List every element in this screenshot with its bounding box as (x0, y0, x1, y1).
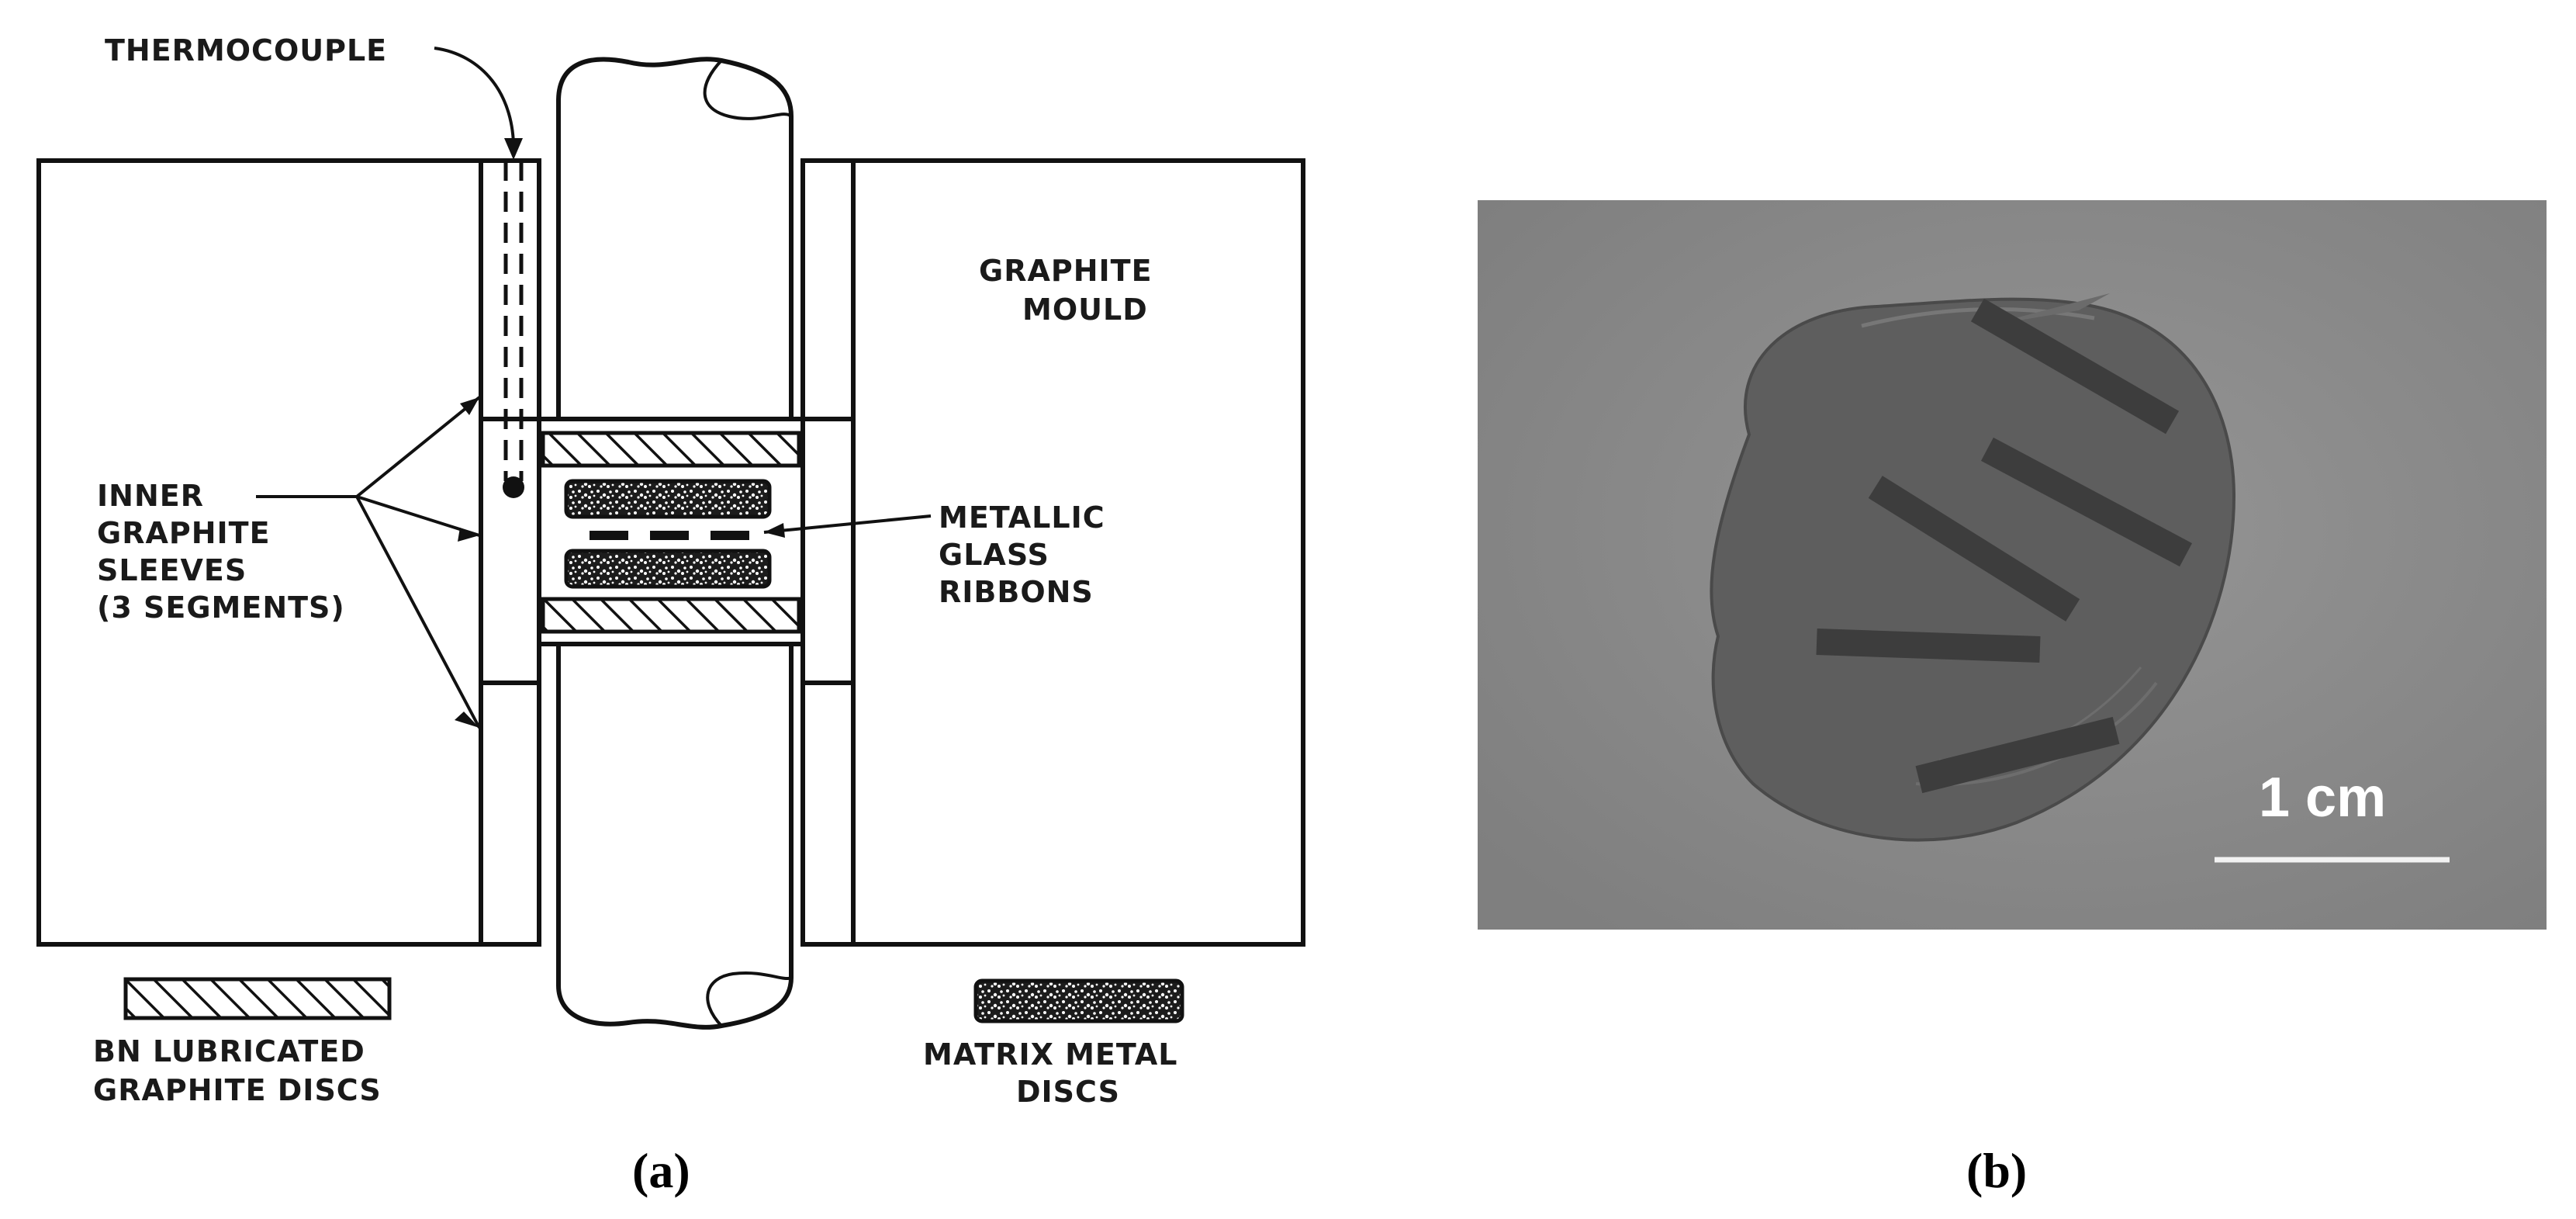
scale-bar-label: 1 cm (2259, 767, 2386, 829)
lower-punch-rod (556, 644, 794, 1030)
matrix-disc-bottom (564, 549, 772, 589)
upper-punch-rod (556, 57, 794, 419)
legend-matrix-text-1: MATRIX METAL (923, 1037, 1178, 1072)
ribbons-arrow (763, 514, 932, 538)
ribbon-1 (1970, 298, 2180, 435)
left-graphite-block (36, 158, 541, 947)
caption-a: (a) (632, 1143, 690, 1198)
legend-matrix-swatch (973, 978, 1184, 1023)
panel-b-photo: 1 cm (b) (1478, 200, 2547, 1198)
label-sleeves-4: (3 SEGMENTS) (97, 590, 345, 625)
label-graphite-mould-2: MOULD (1022, 293, 1148, 327)
embedded-ribbons (1816, 298, 2193, 794)
thermocouple-tip (503, 476, 524, 498)
legend-matrix-text-2: DISCS (1016, 1075, 1120, 1109)
legend-bn-text-2: GRAPHITE DISCS (93, 1073, 382, 1107)
metallic-glass-ribbons (590, 531, 749, 540)
label-thermocouple: THERMOCOUPLE (105, 33, 387, 68)
legend-bn-discs: BN LUBRICATED GRAPHITE DISCS (93, 977, 392, 1107)
legend-bn-text-1: BN LUBRICATED (93, 1034, 365, 1068)
bn-disc-bottom (541, 597, 801, 634)
sleeves-arrows (256, 396, 481, 729)
legend-bn-swatch (123, 977, 392, 1020)
label-graphite-mould-1: GRAPHITE (979, 254, 1153, 288)
bn-disc-top (541, 431, 801, 468)
label-sleeves-1: INNER (97, 479, 204, 513)
composite-disc (1710, 293, 2236, 842)
ribbon-4 (1816, 628, 2041, 663)
label-ribbons-2: GLASS (939, 538, 1049, 572)
panel-a-diagram: THERMOCOUPLE GRAPHITE MOULD INNER GRAPHI… (36, 33, 1305, 1198)
caption-b: (b) (1966, 1143, 2027, 1198)
label-ribbons-1: METALLIC (939, 500, 1105, 535)
label-sleeves-2: GRAPHITE (97, 516, 271, 550)
left-inner-sleeve (479, 161, 541, 944)
matrix-disc-top (564, 479, 772, 519)
ribbon-5 (1915, 716, 2120, 794)
label-ribbons-3: RIBBONS (939, 575, 1094, 609)
scale-bar: 1 cm (2215, 767, 2450, 863)
right-inner-sleeve (800, 161, 856, 944)
label-sleeves-3: SLEEVES (97, 553, 247, 587)
legend-matrix-discs: MATRIX METAL DISCS (923, 978, 1184, 1109)
ribbon-3 (1868, 476, 2080, 622)
ribbon-2 (1980, 437, 2193, 567)
thermocouple-wire (434, 47, 524, 498)
